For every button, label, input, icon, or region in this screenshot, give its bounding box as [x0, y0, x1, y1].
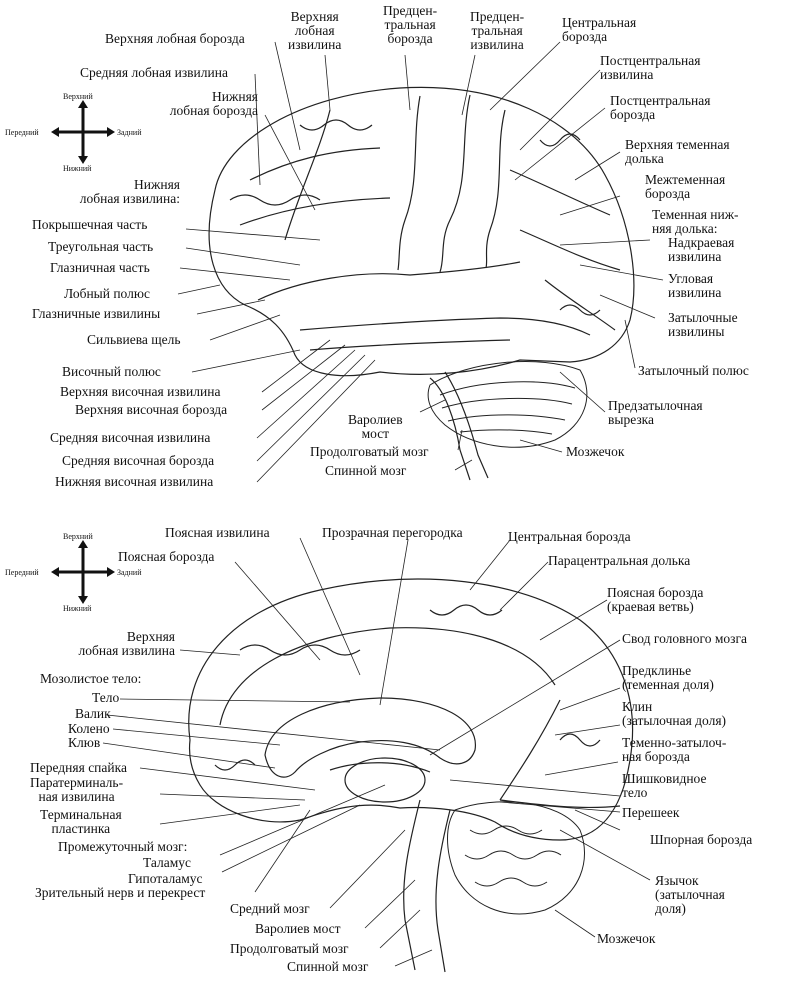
label-orbital-part: Глазничная часть [50, 260, 150, 275]
label-anterior-commissure: Передняя спайка [30, 760, 127, 775]
orientation-up: Верхний [63, 532, 93, 541]
label-precentral-sulcus: Предцен- тральная борозда [383, 3, 438, 46]
label-pons: Варолиев мост [348, 412, 403, 441]
label-occipital-gyri: Затылочные извилины [668, 310, 738, 339]
label-cingulate-gyrus: Поясная извилина [165, 525, 270, 540]
orientation-compass: Верхний Передний Задний Нижний [5, 92, 141, 173]
label-pineal-body: Шишковидное тело [622, 771, 707, 800]
label-occipital-pole: Затылочный полюс [638, 363, 749, 378]
medial-brainstem [403, 799, 451, 973]
lateral-cerebrum-outline [208, 86, 635, 377]
label-sup-frontal-sulcus: Верхняя лобная борозда [105, 31, 245, 46]
sylvian-fissure [257, 261, 521, 301]
label-preoccipital-notch: Предзатылочная вырезка [608, 398, 703, 427]
label-optic-nerve-chiasm: Зрительный нерв и перекрест [35, 885, 206, 900]
label-inf-temporal-gyrus: Нижняя височная извилина [55, 474, 214, 489]
label-postcentral-gyrus: Постцентральная извилина [600, 53, 701, 82]
orientation-up: Верхний [63, 92, 93, 101]
label-central-sulcus-medial: Центральная борозда [508, 529, 631, 544]
lateral-brainstem [429, 371, 489, 481]
label-pons-medial: Варолиев мост [255, 921, 341, 936]
cingulate-sulcus-line [219, 627, 556, 726]
label-cc-rostrum: Клюв [68, 735, 101, 750]
label-mid-frontal-gyrus: Средняя лобная извилина [80, 65, 228, 80]
label-cuneus: Клин (затылочная доля) [622, 699, 727, 728]
orientation-front: Передний [5, 128, 39, 137]
label-fornix: Свод головного мозга [622, 631, 747, 646]
label-sup-temporal-gyrus: Верхняя височная извилина [60, 384, 221, 399]
label-postcentral-sulcus: Постцентральная борозда [610, 93, 711, 122]
label-medulla-medial: Продолговатый мозг [230, 941, 349, 956]
orientation-back: Задний [117, 128, 142, 137]
label-frontal-pole: Лобный полюс [64, 286, 150, 301]
label-thalamus: Таламус [143, 855, 192, 870]
lateral-view-panel: Верхний Передний Задний Нижний Верхняя л… [5, 3, 749, 489]
label-cerebellum-medial: Мозжечок [597, 931, 656, 946]
label-mid-temporal-gyrus: Средняя височная извилина [50, 430, 211, 445]
label-cingulate-marginal: Поясная борозда (краевая ветвь) [607, 585, 704, 614]
label-cc-body: Тело [92, 690, 120, 705]
label-spinal-cord-medial: Спинной мозг [287, 959, 369, 974]
label-spinal-cord: Спинной мозг [325, 463, 407, 478]
medial-brain-illustration [102, 537, 651, 973]
orientation-back: Задний [117, 568, 142, 577]
medial-cerebrum-outline [188, 578, 634, 841]
label-lingual-gyrus: Язычок (затылочная доля) [655, 873, 725, 916]
label-parieto-occipital: Теменно-затылоч- ная борозда [622, 735, 727, 764]
orientation-down: Нижний [63, 164, 92, 173]
label-medulla: Продолговатый мозг [310, 444, 429, 459]
label-isthmus: Перешеек [622, 805, 680, 820]
label-cerebellum: Мозжечок [566, 444, 625, 459]
label-angular: Угловая извилина [668, 271, 722, 300]
label-midbrain: Средний мозг [230, 901, 310, 916]
label-diencephalon: Промежуточный мозг: [58, 839, 188, 854]
label-inf-frontal-gyrus: Нижняя лобная извилина: [79, 177, 180, 206]
label-supramarginal: Надкраевая извилина [668, 235, 735, 264]
label-hypothalamus: Гипоталамус [128, 871, 203, 886]
label-sup-frontal-gyrus-medial: Верхняя лобная извилина [78, 629, 176, 658]
label-cingulate-sulcus: Поясная борозда [118, 549, 215, 564]
compass-arrows-icon [51, 540, 115, 604]
label-septum-pellucidum: Прозрачная перегородка [322, 525, 463, 540]
label-inf-parietal: Теменная ниж- няя долька: [652, 207, 739, 236]
label-precuneus: Предклинье (теменная доля) [622, 663, 714, 692]
label-inf-frontal-sulcus: Нижняя лобная борозда [169, 89, 258, 118]
label-sylvian-fissure: Сильвиева щель [87, 332, 181, 347]
orientation-down: Нижний [63, 604, 92, 613]
label-paracentral-lobule: Парацентральная долька [548, 553, 691, 568]
label-sup-parietal: Верхняя теменная долька [625, 137, 730, 166]
medial-view-panel: Верхний Передний Задний Нижний Поясная и… [0, 510, 790, 981]
label-paraterminal-gyrus: Паратерминаль- ная извилина [30, 775, 124, 804]
label-triangular-part: Треугольная часть [48, 239, 154, 254]
label-opercular-part: Покрышечная часть [32, 217, 148, 232]
orientation-compass-medial: Верхний Передний Задний Нижний [5, 532, 141, 613]
medial-cerebellum [447, 801, 585, 915]
label-precentral-gyrus: Предцен- тральная извилина [470, 9, 525, 52]
label-cc-splenium: Валик [75, 706, 111, 721]
label-lamina-terminalis: Терминальная пластинка [40, 807, 122, 836]
orientation-front: Передний [5, 568, 39, 577]
label-corpus-callosum: Мозолистое тело: [40, 671, 142, 686]
label-interparietal: Межтеменная борозда [645, 172, 726, 201]
label-cc-genu: Колено [68, 721, 110, 736]
compass-arrows-icon [51, 100, 115, 164]
lateral-brain-illustration [177, 41, 664, 483]
label-sup-temporal-sulcus: Верхняя височная борозда [75, 402, 228, 417]
label-mid-temporal-sulcus: Средняя височная борозда [62, 453, 215, 468]
lateral-cerebellum [427, 361, 588, 448]
label-sup-frontal-gyrus: Верхняя лобная извилина [288, 9, 342, 52]
label-temporal-pole: Височный полюс [62, 364, 161, 379]
label-calcarine-sulcus: Шпорная борозда [650, 832, 753, 847]
corpus-callosum-shape [264, 697, 476, 778]
central-sulcus-line [439, 94, 471, 273]
label-orbital-gyri: Глазничные извилины [32, 306, 161, 321]
label-central-sulcus: Центральная борозда [562, 15, 637, 44]
